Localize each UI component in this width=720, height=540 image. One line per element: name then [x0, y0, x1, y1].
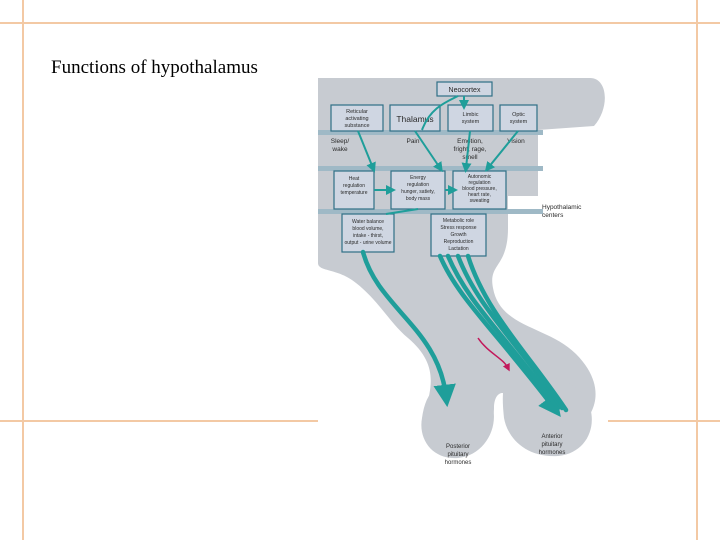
autonomic-line-4: heart rate,: [468, 192, 491, 198]
water-line-1: Water balance: [352, 219, 384, 225]
pain-label: Pain: [406, 138, 419, 145]
arrow-optic-down: [484, 130, 519, 172]
tract-metabolic-anterior-4: [465, 253, 569, 413]
slide-title: Functions of hypothalamus: [51, 57, 258, 78]
neocortex-label: Neocortex: [449, 87, 481, 94]
box-neocortex: Neocortex: [436, 81, 493, 97]
energy-line-3: hunger, satiety,: [401, 189, 435, 195]
diagram-canvas: Neocortex Reticular activating substance…: [318, 78, 608, 520]
frame-line-top: [0, 22, 720, 24]
arrow-thalamus-down: [414, 130, 443, 173]
metabolic-line-5: Lactation: [448, 246, 469, 252]
energy-line-1: Energy: [410, 175, 426, 181]
limbic-line-2: system: [462, 119, 480, 125]
anterior-label-3: hormones: [539, 450, 566, 456]
arrow-neocortex-thalamus: [421, 95, 459, 131]
anterior-label-1: Anterior: [541, 434, 562, 440]
box-water: Water balance blood volume, intake - thi…: [341, 213, 395, 253]
metabolic-line-4: Reproduction: [444, 239, 474, 245]
band-top: [318, 130, 543, 135]
descending-tracts: [360, 249, 569, 417]
water-line-4: output - urine volume: [345, 240, 392, 246]
metabolic-line-1: Metabolic role: [443, 218, 474, 224]
arrow-energy-water: [385, 208, 419, 215]
box-optic: Optic system: [499, 104, 538, 132]
box-autonomic: Autonomic regulation blood pressure, hea…: [452, 170, 507, 210]
posterior-label-3: hormones: [445, 460, 472, 466]
cortical-input-arrows: [357, 95, 519, 215]
hypothalamus-diagram: Neocortex Reticular activating substance…: [318, 78, 608, 520]
emotion-label-2: fright, rage,: [454, 146, 487, 153]
limbic-line-1: Limbic: [463, 112, 479, 118]
sleep-label-1: Sleep/: [331, 138, 350, 145]
anterior-label-2: pituitary: [541, 442, 562, 448]
vision-label: Vision: [507, 138, 525, 145]
autonomic-line-2: regulation: [469, 180, 491, 186]
box-reticular: Reticular activating substance: [330, 104, 384, 132]
tract-metabolic-anterior-1: [437, 253, 561, 417]
posterior-label-2: pituitary: [447, 452, 468, 458]
reticular-line-3: substance: [344, 123, 369, 129]
box-limbic: Limbic system: [447, 104, 494, 132]
reticular-line-1: Reticular: [346, 109, 368, 115]
thalamus-label: Thalamus: [396, 114, 433, 124]
metabolic-line-2: Stress response: [440, 225, 476, 231]
band-middle: [318, 166, 543, 171]
heat-line-3: temperature: [341, 190, 368, 196]
portal-arrow: [477, 337, 510, 372]
reticular-line-2: activating: [345, 116, 368, 122]
emotion-label-1: Emotion,: [457, 138, 483, 145]
energy-line-4: body mass: [406, 196, 431, 202]
autonomic-line-5: sweating: [470, 198, 490, 204]
water-line-3: intake - thirst,: [353, 233, 383, 239]
box-heat: Heat regulation temperature: [333, 170, 375, 210]
autonomic-line-3: blood pressure,: [462, 186, 496, 192]
box-thalamus: Thalamus: [389, 104, 441, 132]
optic-line-2: system: [510, 119, 528, 125]
tract-metabolic-anterior-2: [445, 253, 561, 411]
hypothalamic-centers-label-2: centers: [542, 212, 564, 219]
heat-line-2: regulation: [343, 183, 365, 189]
box-metabolic: Metabolic role Stress response Growth Re…: [430, 213, 487, 257]
water-line-2: blood volume,: [352, 226, 383, 232]
arrow-limbic-down: [461, 130, 472, 173]
posterior-label-1: Posterior: [446, 444, 470, 450]
heat-line-1: Heat: [349, 176, 360, 182]
energy-line-2: regulation: [407, 182, 429, 188]
autonomic-line-1: Autonomic: [468, 174, 492, 180]
hypothalamic-centers-label-1: Hypothalamic: [542, 204, 582, 211]
band-lower: [318, 209, 543, 214]
arrow-reticular-down: [357, 130, 376, 173]
tract-water-posterior: [360, 249, 456, 408]
frame-line-right: [696, 0, 698, 540]
box-energy: Energy regulation hunger, satiety, body …: [390, 170, 446, 210]
emotion-label-3: smell: [462, 154, 478, 161]
optic-line-1: Optic: [512, 112, 525, 118]
frame-line-left: [22, 0, 24, 540]
metabolic-line-3: Growth: [450, 232, 466, 238]
sleep-label-2: wake: [331, 146, 348, 153]
